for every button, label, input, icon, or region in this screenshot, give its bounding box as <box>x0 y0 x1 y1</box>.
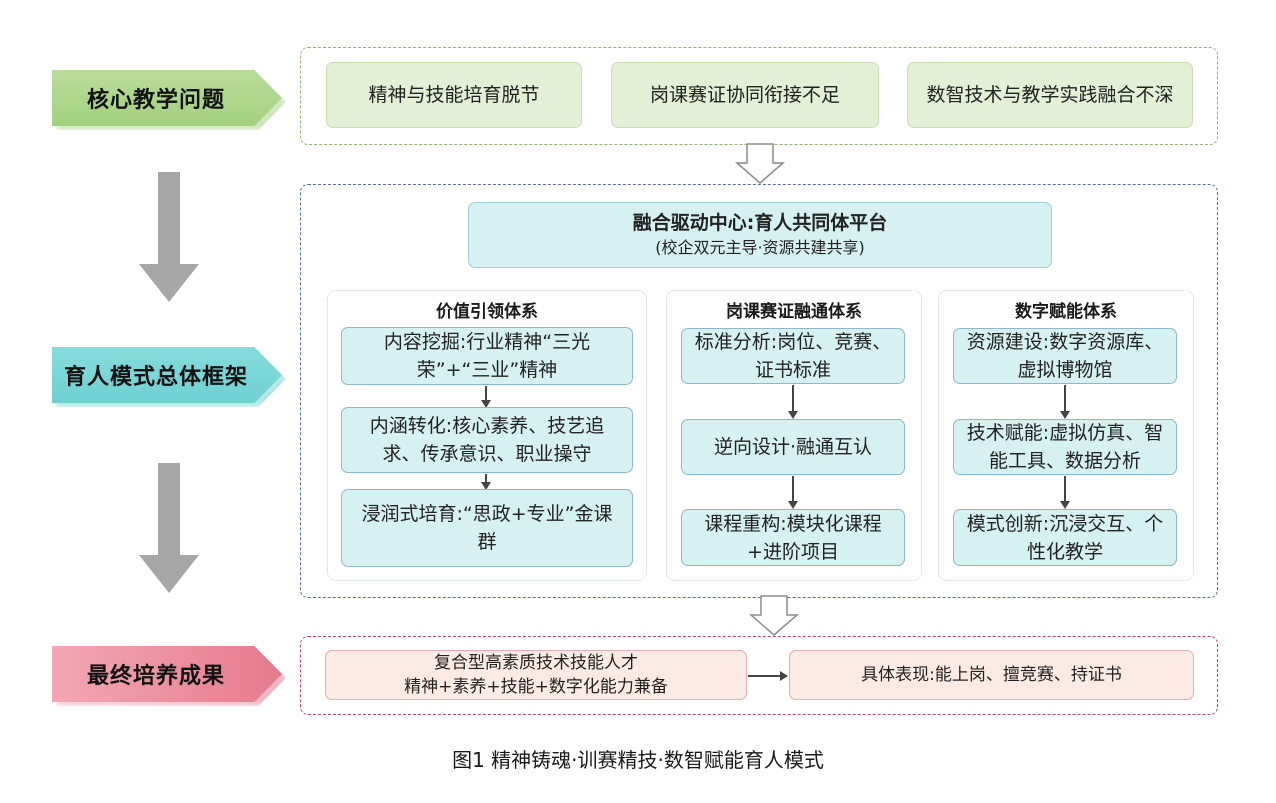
step-text: 浸润式培育:“思政+专业”金课群 <box>361 503 613 553</box>
step-box: 技术赋能:虚拟仿真、智能工具、数据分析 <box>953 419 1177 475</box>
down-arrow-icon <box>139 172 199 302</box>
figure-caption: 图1 精神铸魂·训赛精技·数智赋能育人模式 <box>452 748 824 772</box>
center-subtitle: (校企双元主导·资源共建共享) <box>655 238 865 257</box>
small-down-arrow-icon <box>481 386 491 408</box>
stage-label-problem: 核心教学问题 <box>86 88 225 113</box>
stage-tag-problem: 核心教学问题 <box>52 70 282 126</box>
column-title: 数字赋能体系 <box>1015 302 1117 322</box>
step-box: 内涵转化:核心素养、技艺追求、传承意识、职业操守 <box>341 407 633 473</box>
performance-text: 具体表现:能上岗、擅竞赛、持证书 <box>861 665 1122 685</box>
small-down-arrow-icon <box>788 476 798 509</box>
small-down-arrow-icon <box>1060 476 1070 509</box>
problem-text: 数智技术与教学实践融合不深 <box>926 84 1174 106</box>
problem-box: 岗课赛证协同衔接不足 <box>611 62 879 128</box>
performance-box: 具体表现:能上岗、擅竞赛、持证书 <box>789 650 1194 700</box>
step-text: 技术赋能:虚拟仿真、智能工具、数据分析 <box>966 422 1164 472</box>
step-box: 标准分析:岗位、竞赛、证书标准 <box>681 328 905 384</box>
problem-text: 精神与技能培育脱节 <box>368 84 540 106</box>
talent-line: 精神+素养+技能+数字化能力兼备 <box>404 677 668 697</box>
problem-box: 精神与技能培育脱节 <box>326 62 582 128</box>
column-title: 岗课赛证融通体系 <box>726 302 862 322</box>
step-box: 模式创新:沉浸交互、个性化教学 <box>953 509 1177 566</box>
small-down-arrow-icon <box>788 385 798 419</box>
framework-section <box>300 184 1218 598</box>
column-value-guidance: 价值引领体系 <box>327 290 647 581</box>
stage-tag-framework: 育人模式总体框架 <box>52 347 282 403</box>
small-down-arrow-icon <box>481 474 491 490</box>
talent-line: 复合型高素质技术技能人才 <box>434 653 638 673</box>
problem-box: 数智技术与教学实践融合不深 <box>907 62 1193 128</box>
step-text: 逆向设计·融通互认 <box>713 436 873 458</box>
stage-label-framework: 育人模式总体框架 <box>63 365 248 390</box>
down-arrow-icon <box>139 463 199 593</box>
step-box: 资源建设:数字资源库、虚拟博物馆 <box>953 328 1177 384</box>
step-box: 课程重构:模块化课程+进阶项目 <box>681 509 905 566</box>
column-digital-empowerment: 数字赋能体系 <box>938 290 1194 581</box>
step-box: 内容挖掘:行业精神“三光荣”+“三业”精神 <box>341 327 633 385</box>
step-text: 内容挖掘:行业精神“三光荣”+“三业”精神 <box>383 331 591 381</box>
step-text: 模式创新:沉浸交互、个性化教学 <box>966 512 1164 563</box>
problem-text: 岗课赛证协同衔接不足 <box>649 84 840 106</box>
step-box: 逆向设计·融通互认 <box>681 419 905 475</box>
step-box: 浸润式培育:“思政+专业”金课群 <box>341 489 633 567</box>
stage-label-outcome: 最终培养成果 <box>86 664 225 689</box>
small-down-arrow-icon <box>1060 385 1070 419</box>
step-text: 内涵转化:核心素养、技艺追求、传承意识、职业操守 <box>369 415 605 465</box>
column-post-course-integration: 岗课赛证融通体系 <box>666 290 922 581</box>
talent-box: 复合型高素质技术技能人才 精神+素养+技能+数字化能力兼备 <box>325 650 747 700</box>
step-text: 课程重构:模块化课程+进阶项目 <box>704 512 882 563</box>
hollow-down-arrow-icon <box>734 143 786 184</box>
outcomes-section <box>300 636 1218 715</box>
center-platform-box: 融合驱动中心:育人共同体平台 (校企双元主导·资源共建共享) <box>468 202 1052 268</box>
right-arrow-icon <box>748 671 788 681</box>
stage-tag-outcome: 最终培养成果 <box>52 646 282 702</box>
center-title: 融合驱动中心:育人共同体平台 <box>632 212 888 234</box>
step-text: 标准分析:岗位、竞赛、证书标准 <box>694 331 892 381</box>
hollow-down-arrow-icon <box>748 595 800 636</box>
column-title: 价值引领体系 <box>436 302 538 322</box>
step-text: 资源建设:数字资源库、虚拟博物馆 <box>966 331 1164 381</box>
